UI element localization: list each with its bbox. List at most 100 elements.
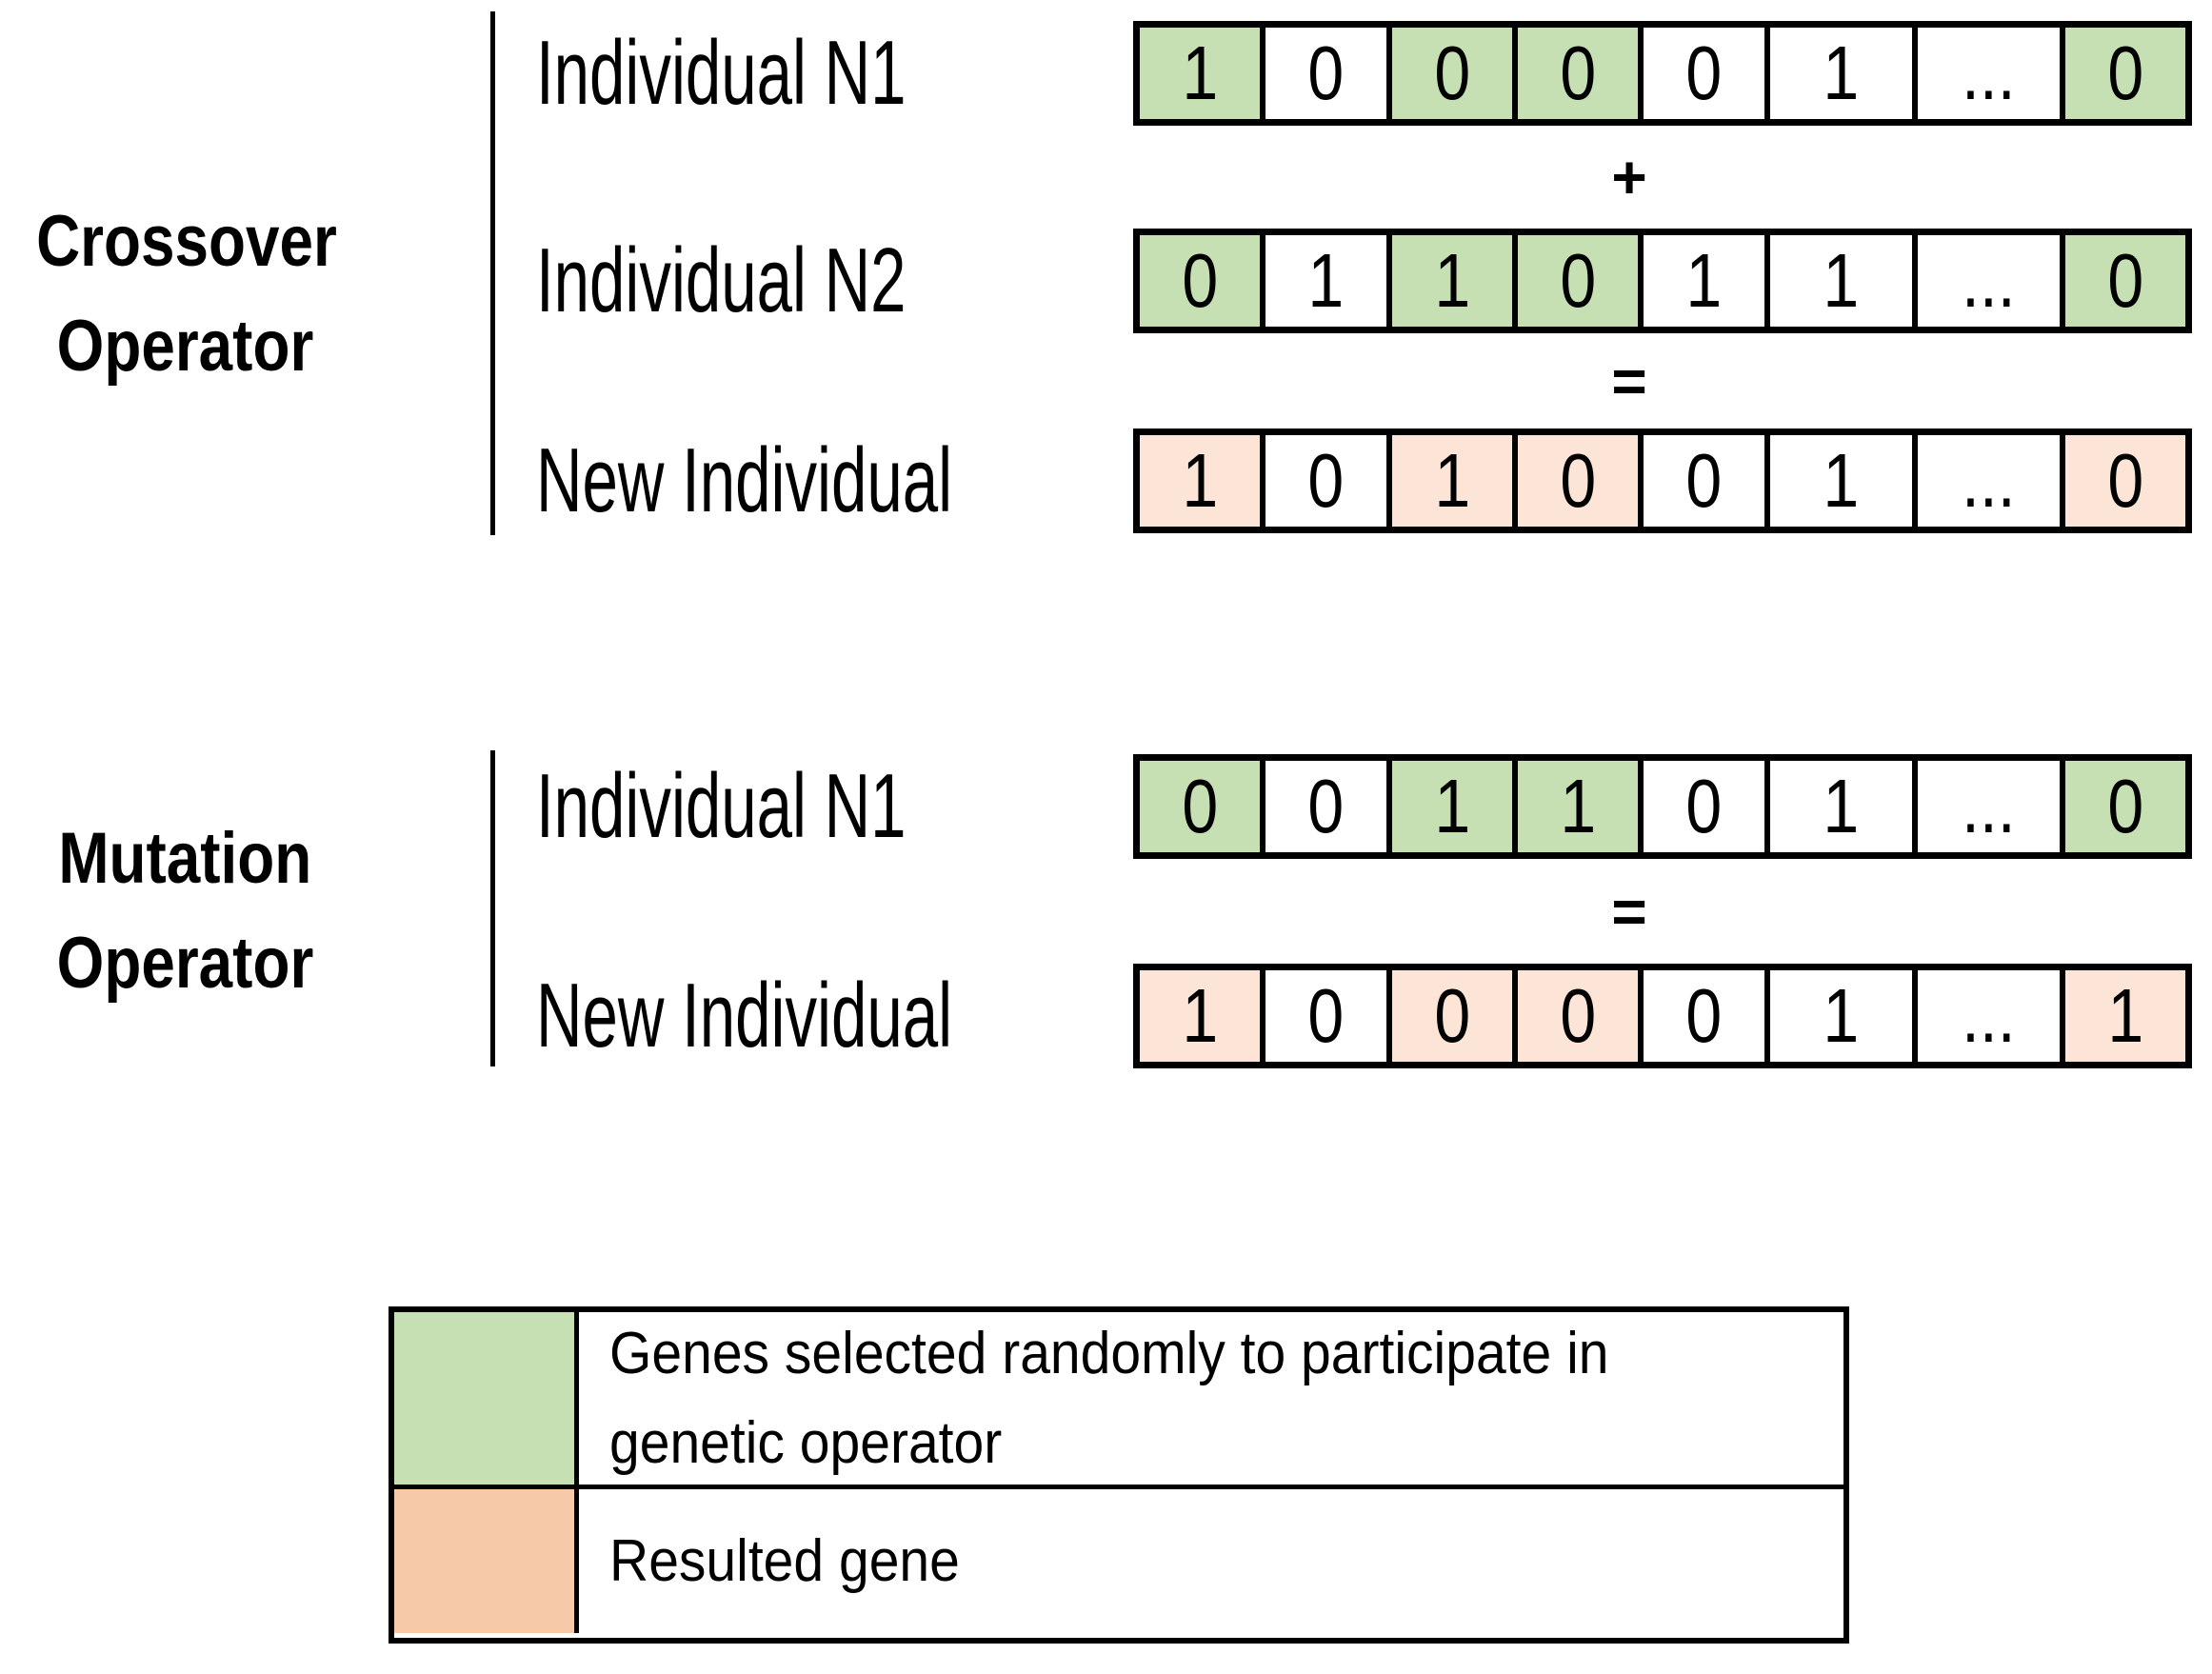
gene-value: 0 [1307,973,1345,1058]
gene-cell: 1 [1766,758,1915,855]
gene-cell: 0 [1263,432,1389,529]
gene-value: 1 [1823,30,1860,115]
gene-value: 1 [1823,764,1860,848]
plus-sign: + [1611,143,1647,211]
gene-value: ... [1961,973,2016,1058]
gene-value: 1 [1182,973,1219,1058]
gene-value: 0 [1685,438,1723,523]
gene-cell: 1 [1515,758,1642,855]
gene-cell: 0 [1263,25,1389,122]
crossover-title-line1: Crossover [36,201,337,282]
legend-row-selected: Genes selected randomly to participate i… [394,1312,1843,1489]
gene-value: 1 [2106,973,2143,1058]
gene-grid-mutation-new-individual: 1 0 0 0 0 1 ... 1 [1133,964,2192,1068]
crossover-equals-operator: = [1133,337,2125,425]
gene-cell: 1 [1766,432,1915,529]
mutation-section-divider [490,750,495,1066]
legend-selected-label: Genes selected randomly to participate i… [579,1312,1843,1485]
gene-value: 0 [1560,238,1597,323]
gene-grid-crossover-new-individual: 1 0 1 0 0 1 ... 0 [1133,428,2192,533]
gene-value: 1 [1823,238,1860,323]
gene-cell: 1 [1263,232,1389,329]
gene-value: 1 [1434,238,1470,323]
legend: Genes selected randomly to participate i… [389,1306,1849,1644]
gene-value: 1 [1434,438,1470,523]
legend-selected-label-line1: Genes selected randomly to participate i… [609,1320,1609,1386]
gene-value: 0 [1560,30,1597,115]
gene-value: 1 [1560,764,1597,848]
gene-value: 0 [1685,764,1723,848]
row-label-mutation-new-individual: New Individual [536,965,953,1066]
gene-grid-crossover-individual-n1: 1 0 0 0 0 1 ... 0 [1133,21,2192,126]
mutation-title-line1: Mutation [58,818,311,899]
legend-selected-swatch [394,1312,579,1485]
gene-cell: 0 [2062,758,2188,855]
gene-cell: 0 [1515,967,1642,1065]
row-label-crossover-individual-n2: Individual N2 [536,229,907,331]
gene-cell: 1 [1766,232,1915,329]
gene-cell: 0 [1641,25,1767,122]
gene-cell: 1 [1641,232,1767,329]
crossover-section-divider [490,11,495,535]
gene-cell: 0 [1515,25,1642,122]
gene-value: 0 [2106,438,2143,523]
gene-cell: 0 [1263,967,1389,1065]
gene-cell: 1 [1766,25,1915,122]
legend-selected-label-line2: genetic operator [609,1409,1003,1476]
legend-row-result: Resulted gene [394,1489,1843,1633]
gene-cell: 1 [1388,758,1516,855]
gene-value: 0 [1434,973,1470,1058]
mutation-title-line2: Operator [56,923,313,1004]
legend-result-swatch [394,1489,579,1633]
gene-value: ... [1961,30,2016,115]
gene-cell: 1 [1388,432,1516,529]
gene-cell: 0 [2062,232,2188,329]
gene-cell: 0 [2062,25,2188,122]
gene-value: 1 [1307,238,1345,323]
crossover-operator-title: Crossover Operator [8,189,362,399]
gene-value: 0 [1307,438,1345,523]
gene-cell: 1 [2062,967,2188,1065]
gene-cell: 0 [1641,758,1767,855]
gene-value: 0 [2106,238,2143,323]
gene-grid-mutation-individual-n1: 0 0 1 1 0 1 ... 0 [1133,754,2192,859]
gene-value: 0 [1685,30,1723,115]
gene-cell: 1 [1766,967,1915,1065]
row-label-mutation-individual-n1: Individual N1 [536,755,907,857]
gene-value: 0 [2106,764,2143,848]
gene-cell-ellipsis: ... [1914,758,2063,855]
gene-cell-ellipsis: ... [1914,25,2063,122]
gene-cell: 1 [1388,232,1516,329]
gene-cell-ellipsis: ... [1914,232,2063,329]
gene-value: 1 [1823,973,1860,1058]
gene-value: 0 [1434,30,1470,115]
gene-cell-ellipsis: ... [1914,967,2063,1065]
gene-cell: 1 [1137,967,1264,1065]
gene-cell: 0 [1388,25,1516,122]
gene-value: ... [1961,764,2016,848]
plus-operator: + [1133,133,2125,221]
gene-cell: 0 [1137,232,1264,329]
gene-cell: 0 [1641,967,1767,1065]
gene-value: 0 [1182,238,1219,323]
gene-value: 0 [1685,973,1723,1058]
legend-result-label-line: Resulted gene [609,1527,960,1594]
gene-cell: 0 [2062,432,2188,529]
gene-value: ... [1961,438,2016,523]
gene-value: 0 [1307,764,1345,848]
gene-cell: 1 [1137,25,1264,122]
gene-value: 0 [2106,30,2143,115]
gene-value: 0 [1560,438,1597,523]
gene-cell: 0 [1515,432,1642,529]
gene-cell: 0 [1388,967,1516,1065]
gene-value: 0 [1560,973,1597,1058]
mutation-operator-title: Mutation Operator [8,807,362,1016]
gene-value: 1 [1434,764,1470,848]
gene-value: 0 [1182,764,1219,848]
gene-cell: 0 [1515,232,1642,329]
gene-value: 1 [1823,438,1860,523]
legend-result-label: Resulted gene [579,1489,1843,1633]
equals-sign: = [1611,877,1647,946]
gene-value: 1 [1685,238,1723,323]
